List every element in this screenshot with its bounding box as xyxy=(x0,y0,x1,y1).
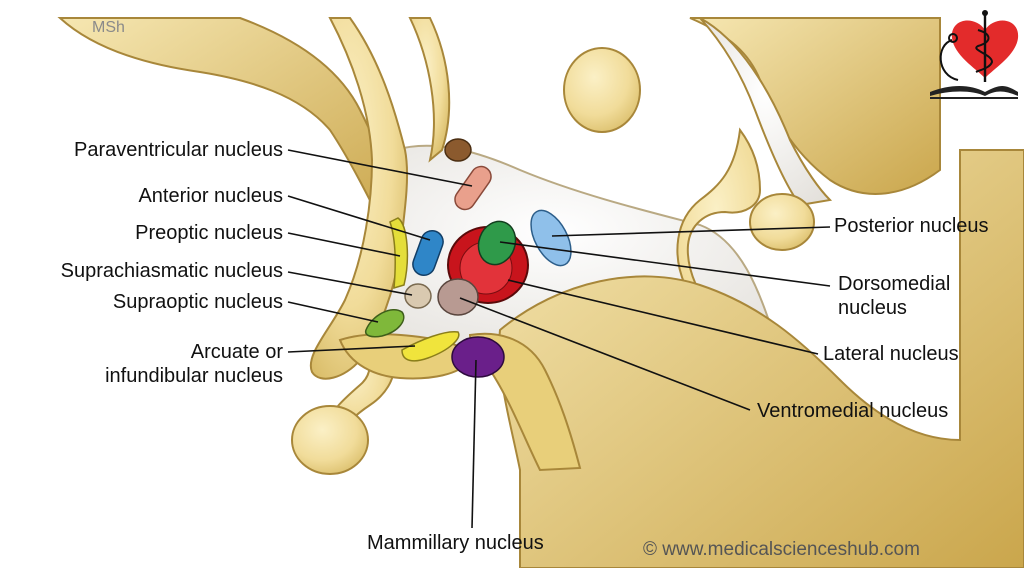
suprachiasmatic-nucleus-shape xyxy=(404,283,432,309)
pituitary-bulb xyxy=(291,405,369,475)
leader-ventromedial xyxy=(459,297,751,411)
right-bulb xyxy=(749,193,815,251)
label-arcuate-line1: Arcuate or xyxy=(190,341,283,363)
copyright-credit: © www.medicalscienceshub.com xyxy=(643,539,920,560)
lower-right-mass xyxy=(498,149,1024,568)
heart-caduceus-book-logo xyxy=(930,10,1019,99)
leader-lateral xyxy=(507,279,819,355)
label-lateral-nucleus: Lateral nucleus xyxy=(823,343,959,365)
leader-posterior xyxy=(551,226,831,237)
author-initials-watermark: MSh xyxy=(92,19,125,36)
leader-suprachiasmatic xyxy=(287,271,413,296)
label-dorsomedial-line1: Dorsomedial xyxy=(838,273,951,295)
label-arcuate-line2: infundibular nucleus xyxy=(105,365,283,387)
label-anterior-nucleus: Anterior nucleus xyxy=(138,185,283,207)
label-supraoptic-nucleus: Supraoptic nucleus xyxy=(112,291,283,313)
top-brown-body xyxy=(444,138,472,162)
label-suprachiasmatic-nucleus: Suprachiasmatic nucleus xyxy=(60,260,283,282)
leader-paraventricular xyxy=(287,149,473,187)
right-cavity-wall xyxy=(699,17,833,207)
leader-mammillary xyxy=(471,359,477,529)
anterior-nucleus-shape xyxy=(412,229,444,277)
top-arch-ribbon xyxy=(408,17,451,163)
label-posterior-nucleus: Posterior nucleus xyxy=(834,215,989,237)
leader-arcuate xyxy=(287,345,416,353)
posterior-nucleus-shape xyxy=(530,209,572,267)
left-upper-lamina xyxy=(57,17,397,233)
arcuate-nucleus-shape xyxy=(401,331,460,362)
label-paraventricular-nucleus: Paraventricular nucleus xyxy=(74,139,283,161)
right-upper-lamina xyxy=(689,17,941,195)
dorsomedial-nucleus-shape xyxy=(477,220,517,266)
leader-dorsomedial xyxy=(499,241,831,287)
label-mammillary-nucleus: Mammillary nucleus xyxy=(367,532,544,554)
leader-anterior xyxy=(287,195,431,241)
ventromedial-nucleus-shape xyxy=(437,278,479,316)
leader-supraoptic xyxy=(287,301,379,323)
left-stalk xyxy=(309,17,409,380)
label-preoptic-nucleus: Preoptic nucleus xyxy=(135,222,283,244)
label-dorsomedial-line2: nucleus xyxy=(838,297,907,319)
floating-oval xyxy=(563,47,641,133)
supraoptic-nucleus-shape xyxy=(364,309,405,338)
leader-lines xyxy=(287,149,831,529)
leader-preoptic xyxy=(287,232,401,257)
mammillary-nucleus-shape xyxy=(451,336,505,378)
paraventricular-nucleus-shape xyxy=(454,165,492,211)
label-ventromedial-nucleus: Ventromedial nucleus xyxy=(757,400,949,422)
